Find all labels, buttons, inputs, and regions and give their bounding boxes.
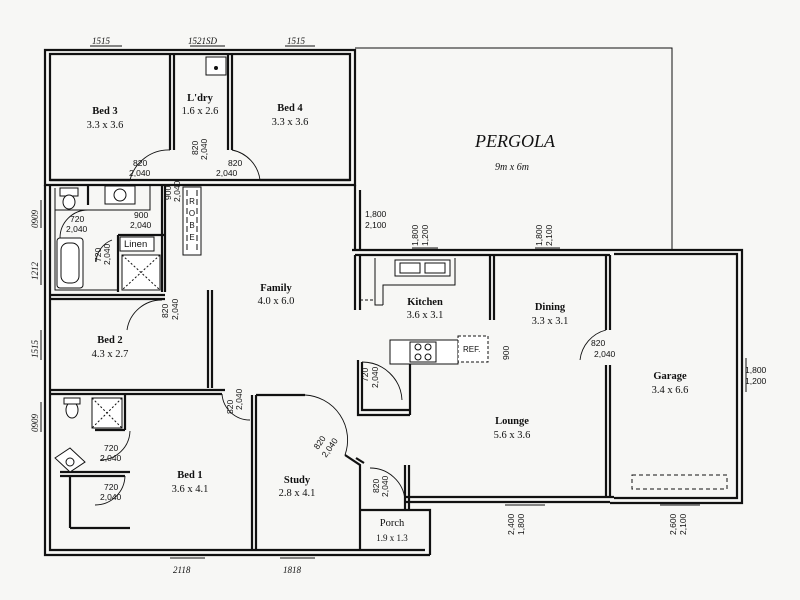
dim-garage-win-h: 1,200 <box>745 376 767 386</box>
linen-label: Linen <box>124 239 147 250</box>
room-size-porch: 1.9 x 1.3 <box>376 533 408 543</box>
door-swings <box>59 140 607 506</box>
robe-letter: E <box>189 233 194 242</box>
note-top-mid: 1521SD <box>188 36 218 46</box>
room-size-dining: 3.3 x 3.1 <box>532 316 569 327</box>
dim-bed2-door-h: 2,040 <box>170 298 180 320</box>
room-size-ldry: 1.6 x 2.6 <box>182 106 219 117</box>
dim-ldry-door-h: 2,040 <box>199 138 209 160</box>
dim-kit-door-w: 720 <box>360 368 370 382</box>
room-size-bed1: 3.6 x 4.1 <box>172 484 209 495</box>
room-size-garage: 3.4 x 6.6 <box>652 385 689 396</box>
dim-porch-door-h: 2,040 <box>380 475 390 497</box>
dim-garage-door-w: 2,600 <box>668 513 678 535</box>
room-size-lounge: 5.6 x 3.6 <box>494 430 531 441</box>
room-size-bed2: 4.3 x 2.7 <box>92 349 129 360</box>
dim-kit-win-w: 1,800 <box>410 224 420 246</box>
handwritten-notes: 1515 1521SD 1515 0909 1212 1515 0909 211… <box>30 36 306 575</box>
dim-ldry-door-w: 820 <box>190 141 200 155</box>
dim-garage-win-w: 1,800 <box>745 365 767 375</box>
dim-bed3-door-h: 2,040 <box>129 168 151 178</box>
dim-fridge-900: 900 <box>501 346 511 360</box>
dim-robe2-720: 720 <box>104 482 118 492</box>
dim-lounge-win-h: 1,800 <box>516 513 526 535</box>
note-top-left: 1515 <box>92 36 111 46</box>
robe-letter: R <box>189 197 195 206</box>
note-left-1515: 1515 <box>30 340 40 359</box>
room-name-study: Study <box>284 475 311 486</box>
robe-letter: O <box>189 209 195 218</box>
dim-din-win-w: 1,800 <box>534 224 544 246</box>
room-name-ldry: L'dry <box>187 93 213 104</box>
room-name-family: Family <box>260 283 292 294</box>
dim-bed1-door-w: 820 <box>225 400 235 414</box>
dim-bed1-door-h: 2,040 <box>234 388 244 410</box>
note-bottom-2118: 2118 <box>173 565 191 575</box>
dim-ens-720: 720 <box>104 443 118 453</box>
pergola-label: PERGOLA <box>474 131 556 151</box>
fridge <box>457 335 489 363</box>
dim-porch-door-w: 820 <box>371 479 381 493</box>
room-size-study: 2.8 x 4.1 <box>279 488 316 499</box>
room-name-bed2: Bed 2 <box>97 335 122 346</box>
dim-ens-2040: 2,040 <box>100 453 122 463</box>
dim-wc-720: 720 <box>70 214 84 224</box>
garage-door <box>631 474 728 490</box>
cooktop-bench <box>389 339 459 365</box>
dim-family-win-h: 2,100 <box>365 220 387 230</box>
dim-bed2-door-w: 820 <box>160 304 170 318</box>
dim-bed4-door-h: 2,040 <box>216 168 238 178</box>
ref-label: REF. <box>463 345 480 354</box>
dim-dining-door-w: 820 <box>591 338 605 348</box>
dim-kit-door-h: 2,040 <box>370 366 380 388</box>
dim-robe-2040: 2,040 <box>172 180 182 202</box>
dim-kit-win-h: 1,200 <box>420 224 430 246</box>
note-top-right: 1515 <box>287 36 306 46</box>
dim-garage-door-h: 2,100 <box>678 513 688 535</box>
robe-letter: B <box>189 221 194 230</box>
window-marks <box>40 45 747 559</box>
dim-bath-900: 900 <box>134 210 148 220</box>
room-name-bed1: Bed 1 <box>177 470 202 481</box>
dim-lounge-win-w: 2,400 <box>506 513 516 535</box>
note-left-1212: 1212 <box>30 262 40 281</box>
room-name-bed4: Bed 4 <box>277 103 303 114</box>
room-name-lounge: Lounge <box>495 416 529 427</box>
dim-bath-door-h: 2,040 <box>102 243 112 265</box>
room-size-family: 4.0 x 6.0 <box>258 296 295 307</box>
note-bottom-1818: 1818 <box>283 565 302 575</box>
room-size-kitchen: 3.6 x 3.1 <box>407 310 444 321</box>
room-name-garage: Garage <box>653 371 687 382</box>
room-name-kitchen: Kitchen <box>407 297 443 308</box>
dimension-labels: 820 2,040 820 2,040 820 2,040 900 2,040 … <box>66 138 767 535</box>
pergola-size: 9m x 6m <box>495 162 529 173</box>
dim-robe2-2040: 2,040 <box>100 492 122 502</box>
note-left-0909b: 0909 <box>30 414 40 433</box>
linen-box <box>119 236 155 252</box>
room-size-bed3: 3.3 x 3.6 <box>87 120 124 131</box>
note-left-0909a: 0909 <box>30 210 40 229</box>
dim-bed3-door-w: 820 <box>133 158 147 168</box>
room-name-porch: Porch <box>380 518 405 529</box>
dim-bed4-door-w: 820 <box>228 158 242 168</box>
room-name-bed3: Bed 3 <box>92 106 117 117</box>
dim-dining-door-h: 2,040 <box>594 349 616 359</box>
room-name-dining: Dining <box>535 302 566 313</box>
room-size-bed4: 3.3 x 3.6 <box>272 117 309 128</box>
dim-robe-900: 900 <box>163 186 173 200</box>
fixtures <box>54 56 728 490</box>
dim-bath-2040: 2,040 <box>130 220 152 230</box>
dim-family-win-w: 1,800 <box>365 209 387 219</box>
dim-wc-2040: 2,040 <box>66 224 88 234</box>
dim-bath-door-w: 720 <box>93 248 103 262</box>
room-labels: Bed 3 3.3 x 3.6 L'dry 1.6 x 2.6 Bed 4 3.… <box>87 93 689 543</box>
dim-din-win-h: 2,100 <box>544 224 554 246</box>
pergola: PERGOLA 9m x 6m <box>355 47 673 250</box>
